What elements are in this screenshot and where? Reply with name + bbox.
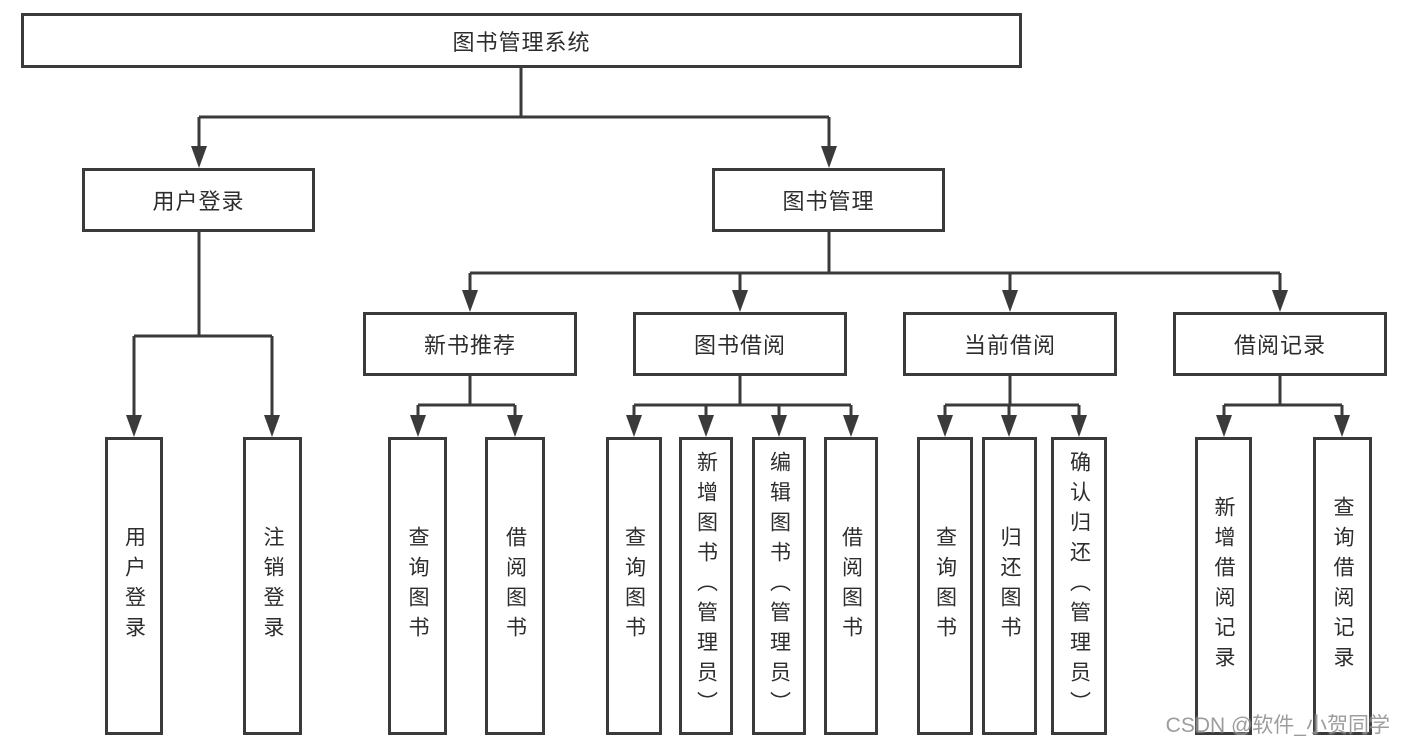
leaf-return-book-label: 归还图书 xyxy=(998,526,1021,646)
node-new-book-recommend: 新书推荐 xyxy=(363,312,577,376)
leaf-add-borrow-record: 新增借阅记录 xyxy=(1195,437,1252,735)
leaf-add-borrow-record-label: 新增借阅记录 xyxy=(1212,496,1235,676)
leaf-query-borrow-record-label: 查询借阅记录 xyxy=(1331,496,1354,676)
leaf-borrow-books-borrow-label: 借阅图书 xyxy=(839,526,863,646)
leaf-user-login: 用户登录 xyxy=(105,437,163,735)
leaf-edit-book-admin: 编辑图书（管理员） xyxy=(752,437,806,735)
leaf-logout: 注销登录 xyxy=(243,437,302,735)
leaf-borrow-books-recommend: 借阅图书 xyxy=(485,437,545,735)
leaf-logout-label: 注销登录 xyxy=(261,526,284,646)
leaf-edit-book-admin-label: 编辑图书（管理员） xyxy=(767,451,791,721)
node-system-label: 图书管理系统 xyxy=(452,29,591,55)
leaf-query-books-recommend: 查询图书 xyxy=(388,437,447,735)
leaf-confirm-return-admin: 确认归还（管理员） xyxy=(1051,437,1107,735)
node-new-book-recommend-label: 新书推荐 xyxy=(423,333,516,358)
node-user-login-label: 用户登录 xyxy=(152,189,245,214)
node-book-borrow: 图书借阅 xyxy=(633,312,847,376)
leaf-query-borrow-record: 查询借阅记录 xyxy=(1313,437,1372,735)
leaf-borrow-books-borrow: 借阅图书 xyxy=(824,437,878,735)
leaf-add-book-admin: 新增图书（管理员） xyxy=(679,437,733,735)
node-current-borrow: 当前借阅 xyxy=(903,312,1117,376)
node-book-management: 图书管理 xyxy=(712,168,945,232)
leaf-query-books-current-label: 查询图书 xyxy=(933,526,957,646)
node-book-borrow-label: 图书借阅 xyxy=(693,333,786,358)
leaf-confirm-return-admin-label: 确认归还（管理员） xyxy=(1067,451,1091,721)
arrowheads xyxy=(126,146,1350,437)
leaf-query-books-borrow-label: 查询图书 xyxy=(622,526,646,646)
leaf-query-books-borrow: 查询图书 xyxy=(606,437,662,735)
node-user-login: 用户登录 xyxy=(82,168,315,232)
leaf-return-book: 归还图书 xyxy=(982,437,1037,735)
node-current-borrow-label: 当前借阅 xyxy=(963,333,1056,358)
leaf-borrow-books-recommend-label: 借阅图书 xyxy=(503,526,527,646)
leaf-add-book-admin-label: 新增图书（管理员） xyxy=(694,451,718,721)
node-system: 图书管理系统 xyxy=(21,13,1022,68)
leaf-query-books-current: 查询图书 xyxy=(917,437,973,735)
node-borrow-records: 借阅记录 xyxy=(1173,312,1387,376)
node-borrow-records-label: 借阅记录 xyxy=(1233,333,1326,358)
leaf-user-login-label: 用户登录 xyxy=(122,526,146,646)
leaf-query-books-recommend-label: 查询图书 xyxy=(406,526,429,646)
node-book-management-label: 图书管理 xyxy=(782,189,875,214)
watermark: CSDN @软件_小贺同学 xyxy=(1165,714,1390,737)
